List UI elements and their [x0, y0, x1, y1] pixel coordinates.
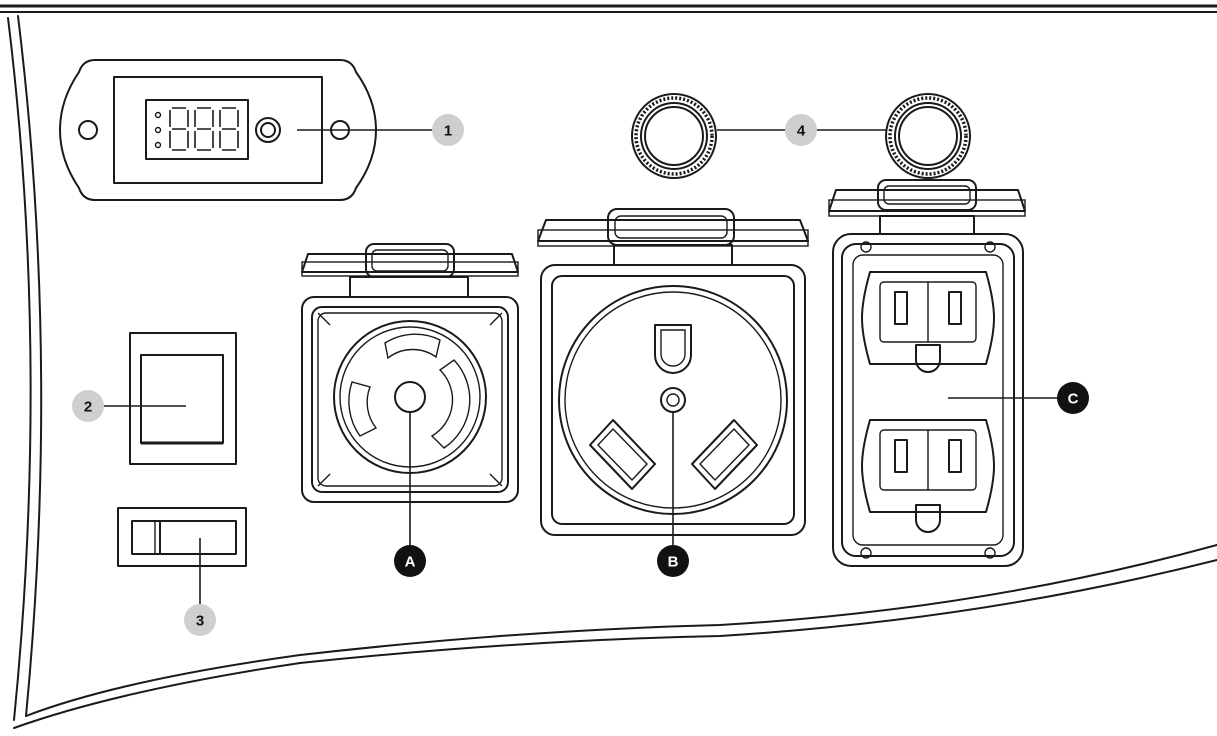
rocker-switch[interactable]	[129, 332, 237, 465]
slide-switch[interactable]	[117, 507, 247, 567]
display-button-outer	[255, 117, 281, 143]
panel-outline	[0, 4, 1217, 729]
callout-4: 4	[785, 114, 817, 146]
seven-segment-digits	[169, 107, 239, 151]
digital-display-module	[59, 59, 377, 201]
callout-B: B	[657, 545, 689, 577]
circuit-breaker-left[interactable]	[631, 93, 717, 179]
callout-3-label: 3	[196, 613, 204, 630]
callout-4-label: 4	[797, 123, 806, 140]
callout-2-label: 2	[84, 399, 92, 416]
callout-1-label: 1	[444, 123, 452, 140]
leader-lines	[104, 129, 1057, 604]
callout-C: C	[1057, 382, 1089, 414]
callout-A-label: A	[405, 554, 416, 571]
callout-3: 3	[184, 604, 216, 636]
circuit-breaker-right[interactable]	[885, 93, 971, 179]
callout-1: 1	[432, 114, 464, 146]
duplex-outlet[interactable]	[828, 179, 1026, 567]
callout-B-label: B	[668, 554, 679, 571]
callout-2: 2	[72, 390, 104, 422]
display-button-inner	[260, 122, 276, 138]
callout-A: A	[394, 545, 426, 577]
callout-C-label: C	[1068, 391, 1079, 408]
